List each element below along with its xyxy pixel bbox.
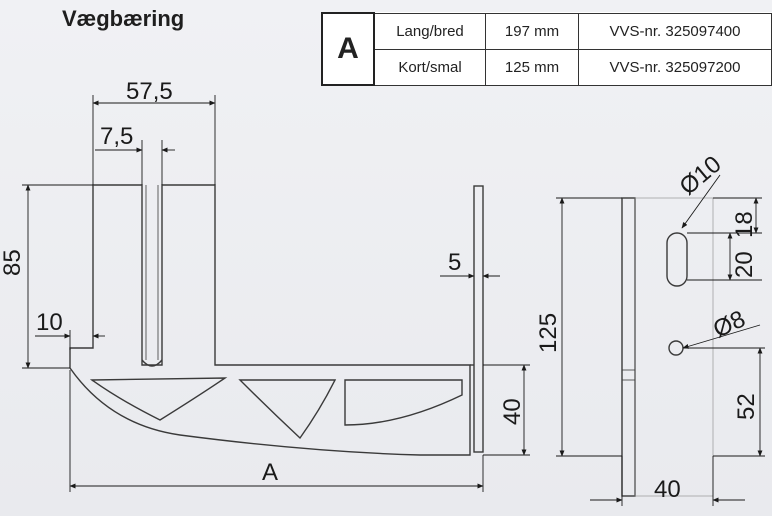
dim-width-top: 57,5 [126,78,173,105]
cutout-right [344,379,463,426]
cutout-middle [238,379,337,440]
table-cell-size: 125 mm [485,48,579,86]
dim-arm-height: 40 [499,398,526,425]
variant-letter: A [321,12,375,86]
plate-front-view [621,197,714,497]
cutout-left [89,377,228,421]
table-row: A Lang/bred 197 mm VVS-nr. 325097400 [321,12,772,86]
page-title: Vægbæring [62,6,185,31]
dim-height-left: 85 [0,249,26,276]
dim-thickness-left: 10 [36,309,63,336]
slot-hole [666,232,688,287]
slot-bottom [141,359,163,367]
dim-length: A [262,459,278,486]
bracket-side-view [69,184,471,456]
bracket-outline [69,184,471,456]
dim-hole-height: 52 [733,393,760,420]
plate-outline [621,197,636,497]
dim-plate-width: 40 [654,476,681,503]
table-row: Kort/smal 125 mm VVS-nr. 325097200 [322,48,772,86]
dim-hole-diameter: Ø8 [709,305,749,343]
dim-slot-diameter: Ø10 [675,151,727,201]
table-cell-size: 197 mm [485,12,579,50]
plate-thickness-view [470,185,484,453]
round-hole [668,340,684,356]
dim-slot-offset: 18 [731,211,758,238]
dim-slot-width: 7,5 [100,123,133,150]
dim-slot-length: 20 [731,251,758,278]
spec-table: A Lang/bred 197 mm VVS-nr. 325097400 Kor… [321,12,772,86]
table-cell-vvs: VVS-nr. 325097200 [578,48,772,86]
table-cell-vvs: VVS-nr. 325097400 [578,12,772,50]
dim-plate-height: 125 [535,313,562,353]
dimension-lines [22,95,765,506]
dim-plate-thickness: 5 [448,249,461,276]
